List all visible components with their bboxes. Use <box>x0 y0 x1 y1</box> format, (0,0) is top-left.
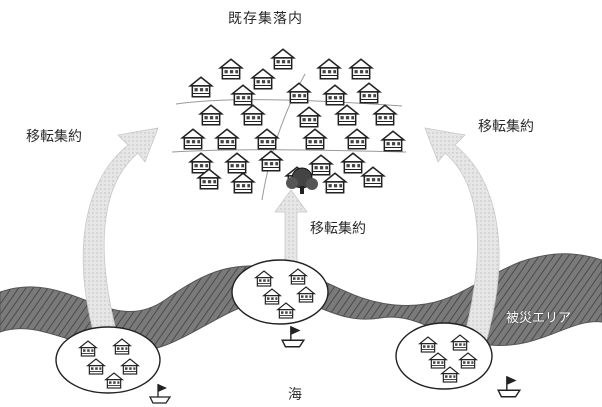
existing-village-houses <box>181 48 405 194</box>
house-icon <box>271 48 295 70</box>
house-icon <box>181 128 205 150</box>
house-icon <box>335 104 359 126</box>
house-icon <box>341 152 365 174</box>
boat-icon <box>281 325 305 348</box>
house-icon <box>251 68 275 90</box>
left-relocation-arrow <box>82 127 159 343</box>
house-icon <box>231 84 255 106</box>
house-icon <box>357 82 381 104</box>
house-icon <box>189 76 213 98</box>
boat-icon <box>497 375 521 398</box>
house-icon <box>255 128 279 150</box>
center-relocation-label: 移転集約 <box>310 221 366 237</box>
left-relocation-label: 移転集約 <box>26 129 82 145</box>
house-icon <box>259 150 283 172</box>
right-relocation-label: 移転集約 <box>478 119 534 135</box>
right-relocation-arrow <box>424 127 500 343</box>
house-icon <box>349 58 373 80</box>
house-icon <box>225 152 249 174</box>
house-icon <box>323 84 347 106</box>
sea-label: 海 <box>288 387 302 403</box>
house-icon <box>361 166 385 188</box>
house-icon <box>297 106 321 128</box>
tree-icon <box>286 167 318 194</box>
house-icon <box>323 172 347 194</box>
house-icon <box>231 172 255 194</box>
house-icon <box>287 82 311 104</box>
left-coastal-settlement <box>55 326 161 394</box>
center-relocation-arrow <box>274 189 308 263</box>
existing-village-label: 既存集落内 <box>228 11 303 27</box>
house-icon <box>199 104 223 126</box>
house-icon <box>219 58 243 80</box>
house-icon <box>317 58 341 80</box>
boat-icon <box>149 383 171 404</box>
house-icon <box>215 128 239 150</box>
right-coastal-settlement <box>395 322 493 390</box>
house-icon <box>303 128 327 150</box>
house-icon <box>309 154 333 176</box>
house-icon <box>381 130 405 152</box>
house-icon <box>345 128 369 150</box>
house-icon <box>373 104 397 126</box>
damage-area-label: 被災エリア <box>506 311 572 326</box>
house-icon <box>241 104 265 126</box>
